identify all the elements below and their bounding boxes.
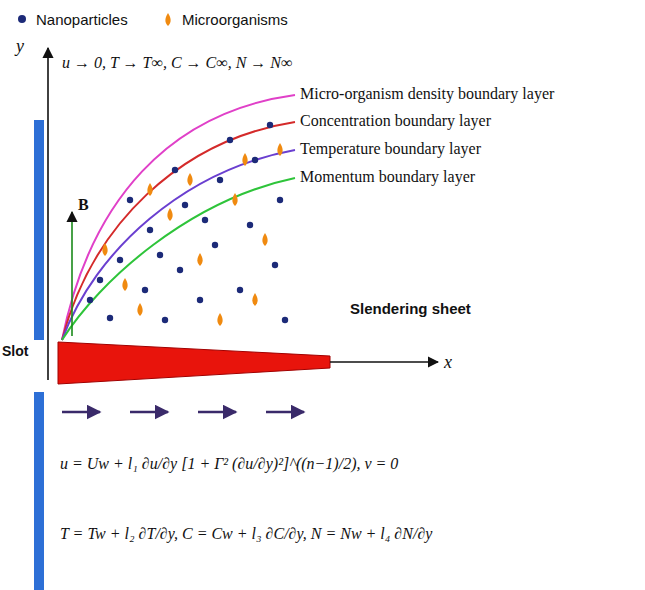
nanoparticle-dot — [277, 197, 283, 203]
nanoparticle-dot — [247, 222, 253, 228]
nanoparticle-dot — [172, 167, 178, 173]
stretch-arrow — [198, 411, 236, 414]
nanoparticle-dot — [212, 242, 218, 248]
microorganism-layer-curve — [62, 95, 295, 340]
nanoparticle-dot — [127, 197, 133, 203]
nanoparticle-dot — [197, 297, 203, 303]
x-axis — [330, 361, 438, 363]
microorganism-drop — [197, 253, 202, 266]
microorganism-drop — [122, 278, 127, 291]
wall-bar — [34, 392, 44, 590]
far-field-condition: u → 0, T → T∞, C → C∞, N → N∞ — [62, 54, 292, 72]
nanoparticle-dot — [117, 257, 123, 263]
legend-item: Nanoparticles — [14, 10, 128, 28]
legend-sample — [14, 10, 30, 28]
slot-label: Slot — [2, 343, 28, 359]
microorganism-drop — [217, 313, 222, 326]
momentum-layer-curve — [62, 178, 295, 340]
sheet-label: Slendering sheet — [350, 300, 471, 317]
nanoparticle-dot — [177, 267, 183, 273]
axis-label: x — [444, 352, 452, 373]
layer-label: Micro-organism density boundary layer — [300, 85, 554, 103]
wall-bar — [34, 120, 44, 340]
layer-label: Momentum boundary layer — [300, 168, 475, 186]
layer-label: Concentration boundary layer — [300, 112, 491, 130]
microorganism-drop — [167, 208, 172, 221]
nanoparticle-dot — [252, 157, 258, 163]
stretch-arrow — [62, 411, 100, 414]
nanoparticle-dot — [237, 287, 243, 293]
boundary-condition: T = Tw + l₂ ∂T/∂y, C = Cw + l₃ ∂C/∂y, N … — [60, 525, 432, 543]
legend-sample — [160, 10, 176, 28]
nanoparticle-dot — [282, 317, 288, 323]
nanoparticle-dot — [142, 287, 148, 293]
stretch-arrow — [130, 411, 168, 414]
nanoparticle-dot — [182, 202, 188, 208]
y-axis — [47, 48, 49, 380]
legend-item: Microorganisms — [160, 10, 288, 28]
nanoparticle-dot — [157, 252, 163, 258]
legend-text: Microorganisms — [182, 11, 288, 28]
microorganism-drop — [232, 193, 237, 206]
nanoparticle-dot — [107, 315, 113, 321]
axis-label: y — [16, 36, 24, 57]
nanoparticle-dot — [202, 217, 208, 223]
field-label: B — [78, 196, 89, 214]
microorganism-drop — [252, 293, 257, 306]
concentration-layer-curve — [62, 122, 295, 340]
nanoparticle-dot — [147, 227, 153, 233]
boundary-condition: u = Uw + l₁ ∂u/∂y [1 + Γ² (∂u/∂y)²]^((n−… — [60, 455, 398, 473]
legend-text: Nanoparticles — [36, 11, 128, 28]
nanoparticle-dot — [87, 297, 93, 303]
microorganism-drop — [147, 183, 152, 196]
nanoparticle-dot — [162, 317, 168, 323]
microorganism-drop — [137, 303, 142, 316]
temperature-layer-curve — [62, 150, 295, 340]
microorganism-drop — [187, 173, 192, 186]
slendering-sheet — [58, 342, 330, 384]
nanoparticle-dot — [267, 122, 273, 128]
microorganism-drop — [242, 153, 247, 166]
nanoparticle-dot — [217, 177, 223, 183]
microorganism-drop — [262, 233, 267, 246]
microorganism-drop — [277, 143, 282, 156]
nanoparticle-dot — [272, 262, 278, 268]
nanoparticle-dot — [97, 277, 103, 283]
microorganism-drop — [102, 243, 107, 256]
magnetic-field-arrow — [71, 212, 73, 336]
nanoparticle-dot — [227, 137, 233, 143]
layer-label: Temperature boundary layer — [300, 140, 481, 158]
stretch-arrow — [266, 411, 304, 414]
